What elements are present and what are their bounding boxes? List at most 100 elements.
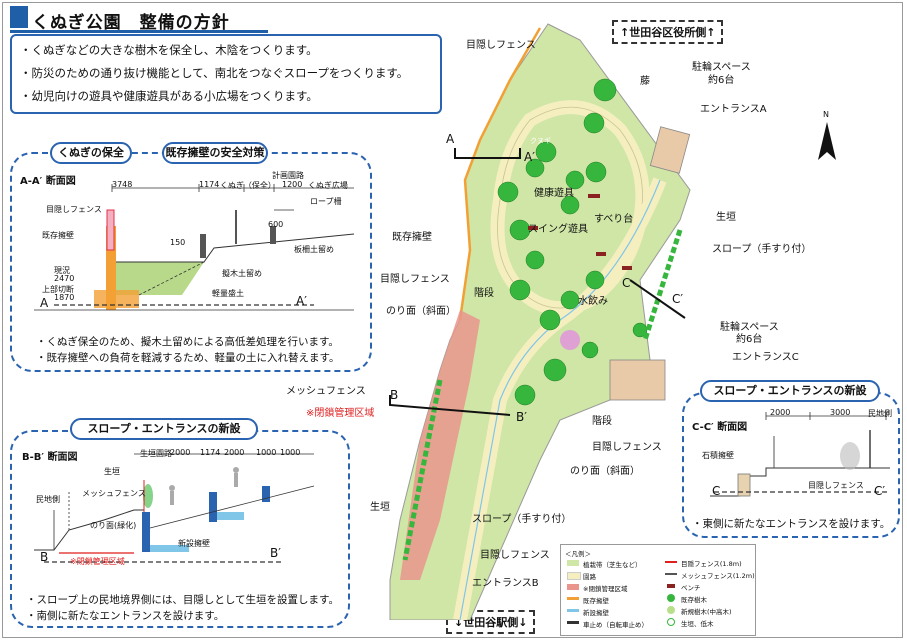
dim-bb-5: 1000 [280,448,301,457]
label-light-soil: 軽量盛土 [212,289,244,298]
map-label-slope-right: スロープ（手すり付） [712,244,812,255]
pill-retaining-wall: 既存擁壁の安全対策 [162,142,268,164]
legend-swatch-bench [667,584,675,588]
map-label-stairs-1: 階段 [474,288,494,299]
legend-item: 園路 [583,573,596,581]
map-label-closed-area: ※閉鎖管理区域 [306,408,375,419]
label-stone-wall: 石積擁壁 [702,451,734,460]
label-a: A [40,296,49,310]
note-bb-1: ・スロープ上の民地境界側には、目隠しとして生垣を設置します。 [26,594,340,606]
label-new-wall-bb: 新設擁壁 [178,539,210,548]
legend-swatch-screen-fence [665,561,677,563]
map-label-fence-left: 目隠しフェンス [380,274,450,285]
page-title: くぬぎ公園 整備の方針 [32,13,230,33]
dim-3748: 3748 [112,180,133,189]
south-direction-label: ↓世田谷駅側↓ [446,610,536,634]
north-arrow-icon [818,122,836,160]
map-label-c-prime: C′ [672,292,684,306]
legend-item: 既存擁壁 [583,597,609,605]
label-slope-green: のり面(緑化) [90,521,137,530]
map-label-fence-mid: 目隠しフェンス [592,442,662,453]
dim-kunugi-plaza: くぬぎ広場 [308,181,348,190]
dim-cc-2000: 2000 [770,408,791,417]
north-direction-label: ↑世田谷区役所側↑ [612,20,724,44]
park-plan-map [389,23,691,620]
label-height-value: 2470 [54,274,75,283]
dim-kunugi-label: くぬぎ（保全） [220,181,276,190]
legend-swatch-new-tree [667,606,675,614]
label-b: B [40,550,49,564]
map-label-kunugi: クヌギ [530,137,551,145]
title-marker [10,6,28,28]
label-cut-value: 1870 [54,293,75,302]
label-600: 600 [268,220,284,229]
map-label-bike-space-1-count: 約6台 [708,75,735,86]
dim-bb-1: 2000 [170,448,191,457]
map-label-entrance-b: エントランスB [472,578,539,589]
legend-swatch-bollard [567,621,579,624]
map-label-slope-face-1: のり面（斜面） [386,306,456,317]
label-log-retaining: 擬木土留め [222,269,262,278]
note-cc-1: ・東側に新たなエントランスを設けます。 [692,518,891,530]
legend-item: 新規樹木(中高木) [681,608,732,616]
label-hedge-bb: 生垣 [104,467,120,476]
legend-swatch-hedge [667,618,675,626]
label-mesh-fence-bb: メッシュフェンス [82,489,146,498]
legend-item: 既存樹木 [681,596,707,604]
legend-swatch-closed [567,584,579,590]
map-label-fence-bottom: 目隠しフェンス [480,550,550,561]
label-cut: 上部切断 [42,285,74,294]
policy-item: ・幼児向けの遊具や健康遊具がある小広場をつくります。 [20,89,318,103]
label-rope-fence: ロープ柵 [310,197,342,206]
dim-bb-2: 1174 [200,448,221,457]
label-a-prime: A′ [296,294,307,308]
note-bb-2: ・南側に新たなエントランスを設けます。 [26,610,225,622]
label-screen-fence: 目隠しフェンス [46,205,102,214]
map-label-entrance-c: エントランスC [732,352,799,363]
legend-item: 車止め（自転車止め） [583,621,648,629]
legend-item: 植栽帯（芝生など） [583,561,642,569]
legend-swatch-new-wall [567,609,579,612]
dim-1200: 1200 [282,180,303,189]
map-label-b-prime: B′ [516,410,527,424]
label-height: 現況 [54,266,70,275]
section-diagram-cc [710,412,890,497]
pill-slope-entrance-bb: スロープ・エントランスの新設 [70,418,258,440]
dim-planned-path: 計画園路 [272,171,304,180]
label-private-side-bb: 民地側 [36,495,60,504]
label-private-side-cc: 民地側 [868,409,892,418]
dim-1174: 1174 [199,180,220,189]
title-underline [10,30,268,33]
legend-swatch-planting [567,560,579,566]
legend-swatch-wall [567,597,579,600]
policy-item: ・防災のための通り抜け機能として、南北をつなぐスロープをつくります。 [20,66,409,80]
label-c-prime-section: C′ [874,484,886,498]
legend-item: 新設擁壁 [583,609,609,617]
map-label-health: 健康遊具 [534,188,574,199]
dim-bb-4: 1000 [256,448,277,457]
dim-cc-3000: 3000 [830,408,851,417]
dim-bb-3: 2000 [224,448,245,457]
map-label-water: 水飲み [578,296,608,307]
policy-item: ・くぬぎなどの大きな樹木を保全し、木陰をつくります。 [20,43,318,57]
map-label-bike-space-2-count: 約6台 [736,334,763,345]
pill-kunugi-conservation: くぬぎの保全 [50,142,132,164]
map-label-a: A [446,132,455,146]
label-existing-wall: 既存擁壁 [42,231,74,240]
map-label-mesh-fence: メッシュフェンス [286,386,366,397]
label-screen-fence-cc: 目隠しフェンス [808,481,864,490]
map-label-slope-face-2: のり面（斜面） [570,466,640,477]
map-label-slide: すべり台 [594,214,634,225]
map-label-hedge-left: 生垣 [370,502,390,513]
legend-swatch-existing-tree [667,594,675,602]
legend-swatch-mesh-fence [665,573,677,575]
label-closed-area-bb: ※閉鎖管理区域 [70,557,125,566]
section-title-aa: A-A′ 断面図 [20,176,76,187]
label-150: 150 [170,238,186,247]
map-label-swing: スイング遊具 [528,224,588,235]
label-board-retaining: 板柵土留め [294,245,334,254]
map-label-stairs-2: 階段 [592,416,612,427]
map-label-arbor: 藤 [640,76,650,87]
legend-item: メッシュフェンス(1.2m) [681,572,755,580]
